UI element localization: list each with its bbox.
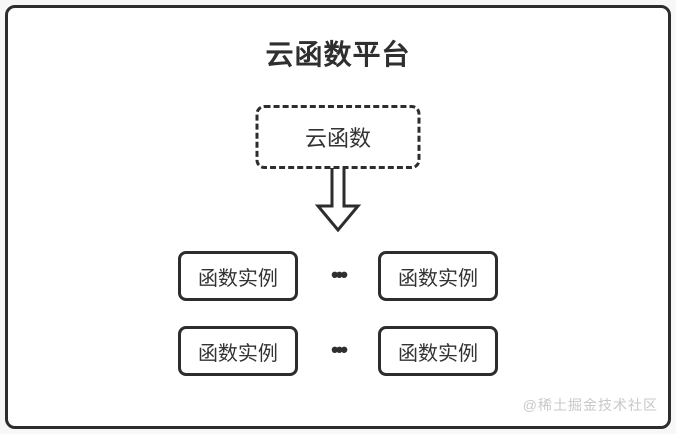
function-instance-label: 函数实例 bbox=[398, 267, 479, 290]
function-instance-label: 函数实例 bbox=[398, 342, 479, 365]
function-instance-node: 函数实例 bbox=[378, 326, 499, 376]
function-instance-node: 函数实例 bbox=[177, 326, 298, 376]
ellipsis-dots: ••• bbox=[330, 262, 348, 287]
function-instance-node: 函数实例 bbox=[378, 251, 499, 301]
platform-frame: 云函数平台 云函数 函数实例 ••• 函数实例 函数实例 ••• 函数实例 bbox=[5, 5, 671, 429]
watermark: @稀土掘金技术社区 bbox=[522, 397, 658, 413]
function-instance-node: 函数实例 bbox=[177, 251, 298, 301]
cloud-function-label: 云函数 bbox=[304, 126, 371, 151]
instance-row: 函数实例 ••• 函数实例 bbox=[8, 326, 668, 376]
diagram-title: 云函数平台 bbox=[265, 39, 411, 70]
function-instance-label: 函数实例 bbox=[197, 342, 278, 365]
cloud-function-node: 云函数 bbox=[255, 105, 421, 169]
down-arrow-icon bbox=[314, 168, 362, 232]
ellipsis-dots: ••• bbox=[330, 337, 348, 362]
instance-row: 函数实例 ••• 函数实例 bbox=[8, 251, 668, 301]
function-instance-label: 函数实例 bbox=[197, 267, 278, 290]
